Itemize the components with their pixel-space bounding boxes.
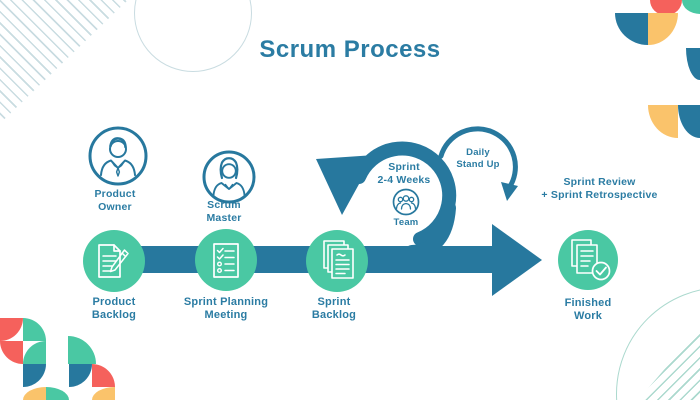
product-backlog-label: Product Backlog	[91, 296, 137, 322]
sprint-duration-label: Sprint 2-4 Weeks	[377, 161, 431, 186]
product-backlog-icon	[83, 230, 145, 292]
page-title: Scrum Process	[259, 36, 441, 63]
daily-standup-label: Daily Stand Up	[456, 147, 500, 170]
quarter-circle-tile	[23, 387, 46, 400]
product-owner-label: Product Owner	[94, 188, 136, 213]
sprint-planning-meeting-label: Sprint Planning Meeting	[183, 296, 269, 322]
daily-standup-arrow	[438, 126, 518, 201]
flow-arrow	[108, 224, 542, 296]
team-icon	[392, 188, 420, 216]
sprint-backlog-icon	[306, 230, 368, 292]
sprint-review-label: Sprint Review + Sprint Retrospective	[541, 176, 658, 201]
sprint-planning-icon	[195, 229, 257, 291]
scrum-master-icon	[202, 150, 256, 204]
team-label: Team	[393, 217, 419, 228]
quarter-circle-tile	[92, 387, 115, 400]
sprint-backlog-label: Sprint Backlog	[311, 296, 357, 322]
product-owner-icon	[88, 126, 148, 186]
quarter-circle-tile	[23, 341, 46, 364]
finished-work-icon	[558, 230, 618, 290]
finished-work-label: Finished Work	[564, 297, 612, 323]
quarter-circle-tile	[650, 0, 682, 15]
